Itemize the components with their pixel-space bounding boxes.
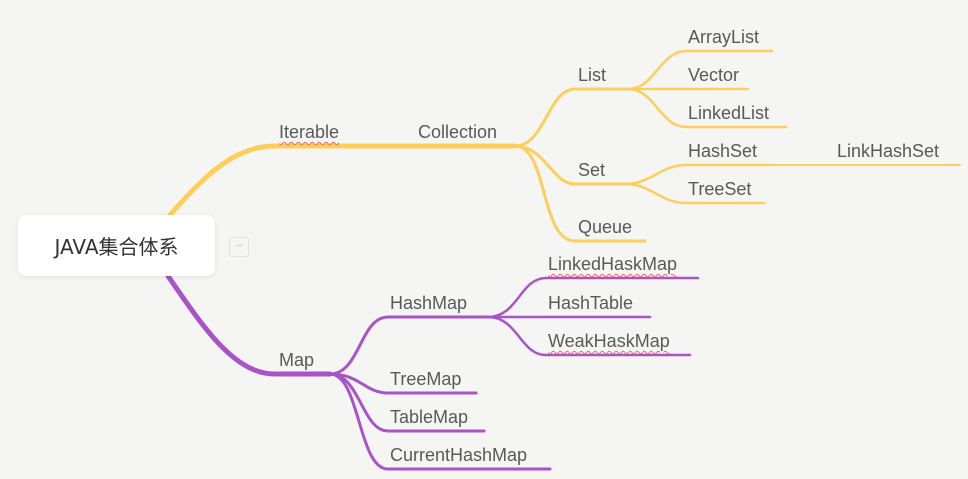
node-collection[interactable]: Collection (418, 122, 498, 142)
node-tablemap[interactable]: TableMap (390, 407, 469, 427)
node-iterable[interactable]: Iterable (279, 122, 340, 142)
node-queue[interactable]: Queue (578, 217, 633, 237)
node-linkedhaskmap[interactable]: LinkedHaskMap (548, 254, 678, 274)
node-treeset[interactable]: TreeSet (688, 179, 752, 199)
node-map[interactable]: Map (279, 350, 315, 370)
node-treemap[interactable]: TreeMap (390, 369, 462, 389)
node-list[interactable]: List (578, 65, 607, 85)
node-linkhashset[interactable]: LinkHashSet (837, 141, 940, 161)
root-label: JAVA集合体系 (54, 235, 179, 259)
node-set[interactable]: Set (578, 160, 606, 180)
root-node[interactable]: JAVA集合体系 (18, 215, 215, 276)
node-currenthashmap[interactable]: CurrentHashMap (390, 445, 528, 465)
node-vector[interactable]: Vector (688, 65, 740, 85)
node-hashset[interactable]: HashSet (688, 141, 758, 161)
node-weakhaskmap[interactable]: WeakHaskMap (548, 331, 670, 351)
node-arraylist[interactable]: ArrayList (688, 27, 760, 47)
node-linkedlist[interactable]: LinkedList (688, 103, 770, 123)
node-hashtable[interactable]: HashTable (548, 293, 634, 313)
minus-box-icon[interactable]: − (229, 237, 249, 257)
node-hashmap[interactable]: HashMap (390, 293, 468, 313)
